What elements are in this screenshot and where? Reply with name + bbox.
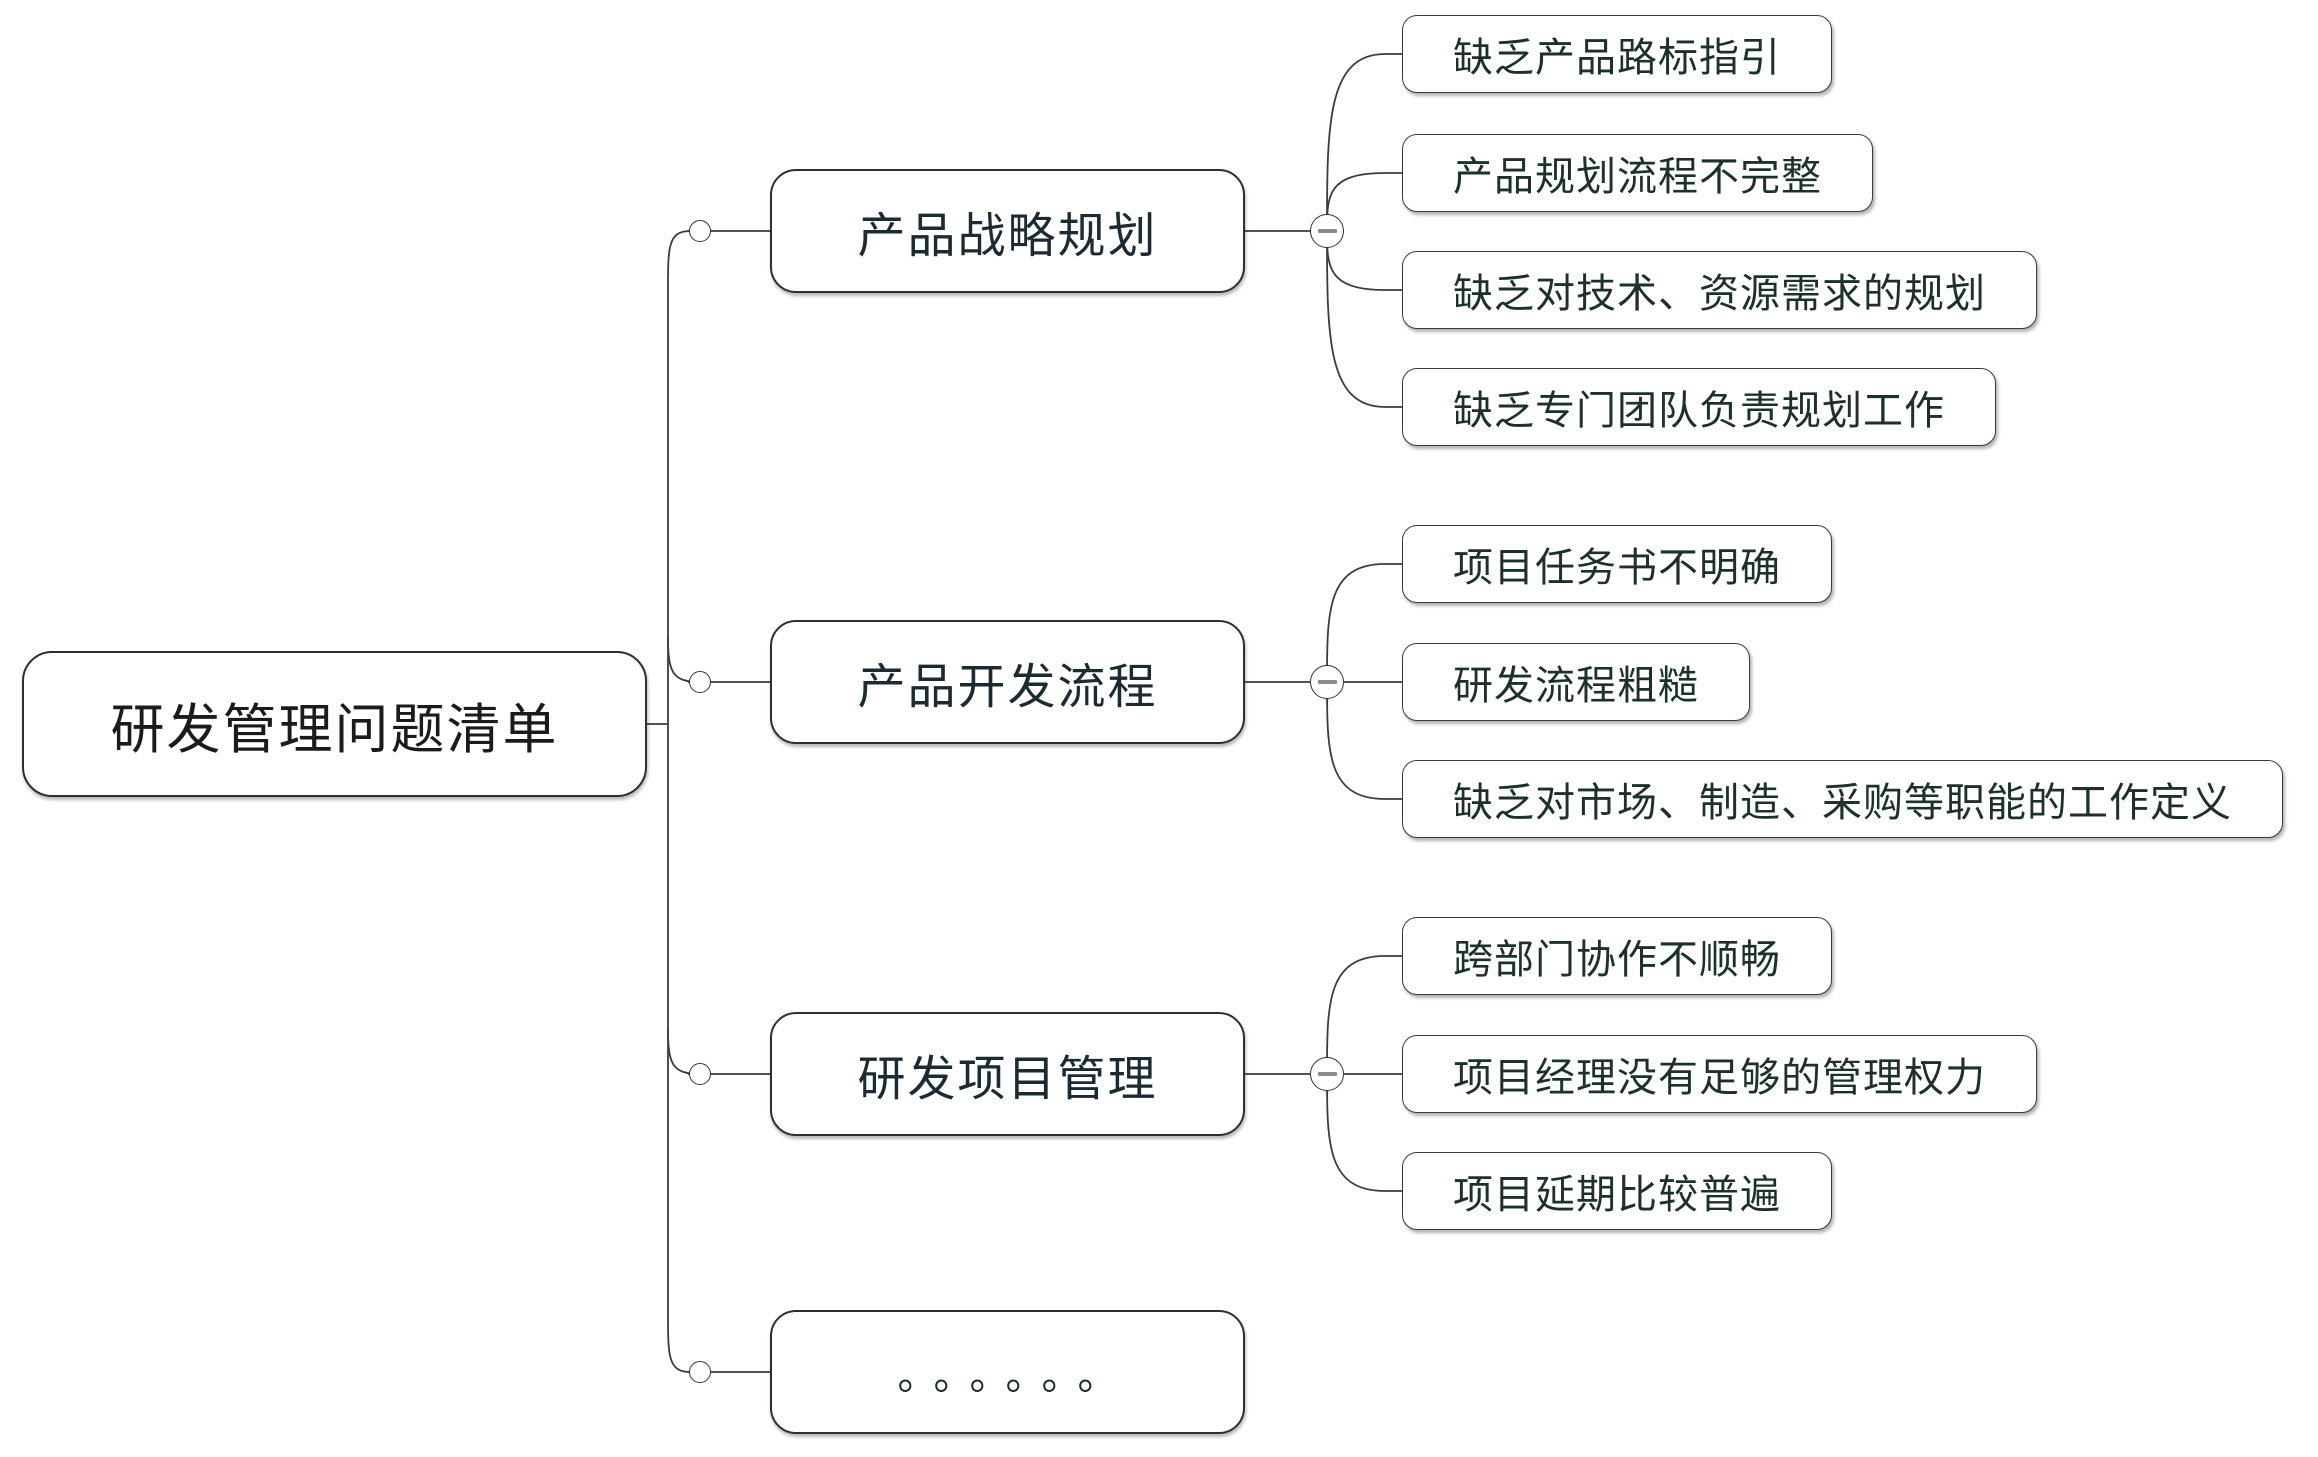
collapse-button[interactable] bbox=[1310, 665, 1344, 699]
child-topic[interactable]: 缺乏专门团队负责规划工作 bbox=[1402, 368, 1996, 446]
child-topic[interactable]: 项目经理没有足够的管理权力 bbox=[1402, 1035, 2037, 1113]
connector-b1-c4 bbox=[1326, 230, 1408, 408]
minus-icon bbox=[1317, 680, 1337, 684]
connector-b3-c1 bbox=[1326, 955, 1408, 1075]
connector-b3-c3 bbox=[1326, 1073, 1408, 1192]
child-topic[interactable]: 缺乏对市场、制造、采购等职能的工作定义 bbox=[1402, 760, 2283, 838]
branch-topic-product-strategy[interactable]: 产品战略规划 bbox=[770, 169, 1245, 293]
connector-b2-c3 bbox=[1326, 681, 1408, 800]
child-topic[interactable]: 研发流程粗糙 bbox=[1402, 643, 1750, 721]
connector-trunk bbox=[667, 230, 691, 1373]
branch-handle-dot[interactable] bbox=[689, 1361, 711, 1383]
child-topic[interactable]: 缺乏对技术、资源需求的规划 bbox=[1402, 251, 2037, 329]
branch-topic-dev-process[interactable]: 产品开发流程 bbox=[770, 620, 1245, 744]
branch-handle-dot[interactable] bbox=[689, 1063, 711, 1085]
minus-icon bbox=[1317, 1072, 1337, 1076]
child-topic[interactable]: 项目延期比较普遍 bbox=[1402, 1152, 1832, 1230]
child-topic[interactable]: 缺乏产品路标指引 bbox=[1402, 15, 1832, 93]
branch-handle-dot[interactable] bbox=[689, 220, 711, 242]
connector-b1-c1 bbox=[1326, 53, 1408, 232]
connector-b2-c1 bbox=[1326, 563, 1408, 683]
child-topic[interactable]: 项目任务书不明确 bbox=[1402, 525, 1832, 603]
branch-topic-project-mgmt[interactable]: 研发项目管理 bbox=[770, 1012, 1245, 1136]
collapse-button[interactable] bbox=[1310, 1057, 1344, 1091]
minus-icon bbox=[1317, 229, 1337, 233]
branch-topic-ellipsis[interactable]: 。。。。。。 bbox=[770, 1310, 1245, 1434]
child-topic[interactable]: 跨部门协作不顺畅 bbox=[1402, 917, 1832, 995]
collapse-button[interactable] bbox=[1310, 214, 1344, 248]
child-topic[interactable]: 产品规划流程不完整 bbox=[1402, 134, 1873, 212]
root-topic[interactable]: 研发管理问题清单 bbox=[22, 651, 647, 797]
branch-handle-dot[interactable] bbox=[689, 671, 711, 693]
